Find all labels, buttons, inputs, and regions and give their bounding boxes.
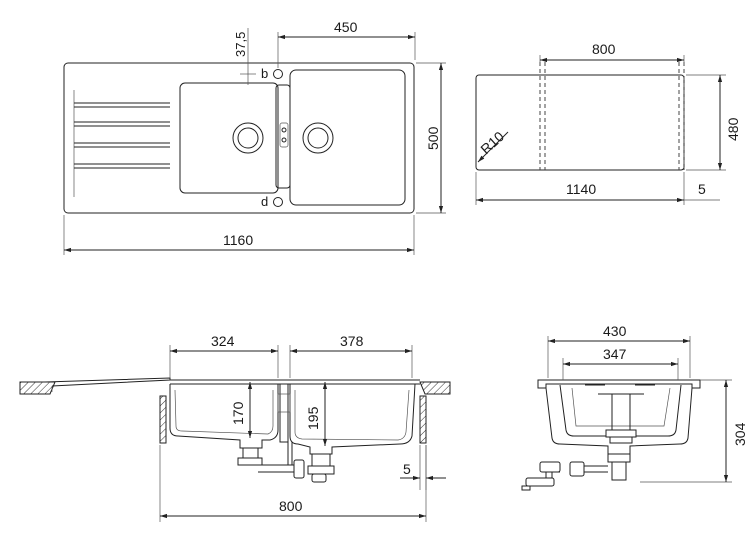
sink-outline [63, 62, 415, 214]
label-b: b [261, 66, 268, 81]
small-bowl-section [169, 384, 279, 449]
overflow-bar [275, 84, 291, 189]
dim-side-height: 304 [732, 422, 748, 446]
drainer-grooves [73, 90, 170, 197]
cutout-view: 800 R10 480 1140 5 [475, 41, 741, 205]
dim-large-bowl-depth: 195 [305, 406, 321, 430]
front-section-view: 324 378 170 195 5 800 [19, 333, 451, 522]
cabinet-side-right [419, 395, 427, 444]
cabinet-side-left [159, 395, 167, 444]
dim-overall-width: 1160 [223, 232, 253, 248]
label-d: d [261, 194, 268, 209]
dim-cutout-width: 1140 [566, 181, 596, 197]
dim-cutout-inner-width: 800 [592, 41, 616, 57]
side-section-view: 430 347 304 [521, 323, 748, 491]
top-view: b d 37,5 450 500 1160 [63, 19, 446, 255]
dim-large-bowl-width: 378 [340, 333, 364, 349]
dim-side-overall-depth: 430 [603, 323, 627, 339]
side-waste-trap [521, 453, 631, 491]
drain-small [232, 122, 264, 154]
dim-offset: 37,5 [233, 32, 248, 57]
dim-cabinet-width: 800 [279, 498, 303, 514]
dim-cutout-margin: 5 [698, 181, 706, 197]
dim-small-bowl-depth: 170 [230, 401, 246, 425]
dim-cabinet-gap: 5 [403, 461, 411, 477]
cutout-outline [475, 74, 685, 171]
dim-small-bowl-width: 324 [211, 333, 235, 349]
tap-hole-b [273, 69, 283, 79]
large-bowl [289, 69, 406, 206]
large-bowl-section [289, 383, 416, 455]
dim-bowl-width: 450 [334, 19, 358, 35]
dim-cutout-height: 480 [725, 117, 741, 141]
drain-large [302, 122, 334, 154]
small-bowl [179, 82, 279, 194]
waste-pipes [237, 442, 335, 483]
side-bowl-inner [559, 384, 682, 437]
countertop-left [19, 381, 56, 395]
tap-hole-d [273, 197, 283, 207]
dim-side-bowl-depth: 347 [603, 346, 627, 362]
side-bowl-outer [545, 387, 693, 455]
dim-radius: R10 [477, 128, 507, 157]
dim-overall-depth: 500 [425, 126, 441, 150]
countertop-right [419, 381, 451, 395]
